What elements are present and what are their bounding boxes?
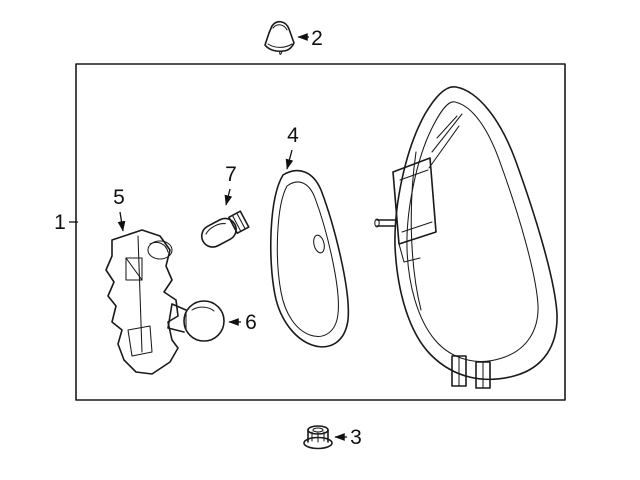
boundary-box — [75, 63, 566, 401]
gasket-part — [269, 169, 350, 348]
callout-2-group: 2 — [297, 27, 323, 50]
callout-3: 3 — [350, 426, 362, 449]
grommet-part — [264, 20, 295, 55]
callout-2: 2 — [311, 27, 323, 50]
tail-lamp-assembly — [374, 86, 558, 389]
round-bulb-part — [167, 300, 225, 342]
callout-5-group: 5 — [113, 186, 126, 232]
callout-3-group: 3 — [334, 426, 362, 449]
nut-part — [303, 425, 333, 450]
wedge-bulb-part — [200, 210, 250, 248]
callout-4-group: 4 — [285, 124, 299, 170]
callout-7: 7 — [225, 163, 237, 186]
callout-1: 1 — [54, 211, 66, 234]
callout-5: 5 — [113, 186, 125, 209]
callout-1-group: 1 — [54, 211, 78, 234]
callout-7-group: 7 — [224, 163, 237, 206]
callout-6: 6 — [245, 311, 257, 334]
bulb-holder-bracket-part — [105, 229, 179, 375]
callout-6-group: 6 — [228, 311, 257, 334]
callout-4: 4 — [287, 124, 299, 147]
